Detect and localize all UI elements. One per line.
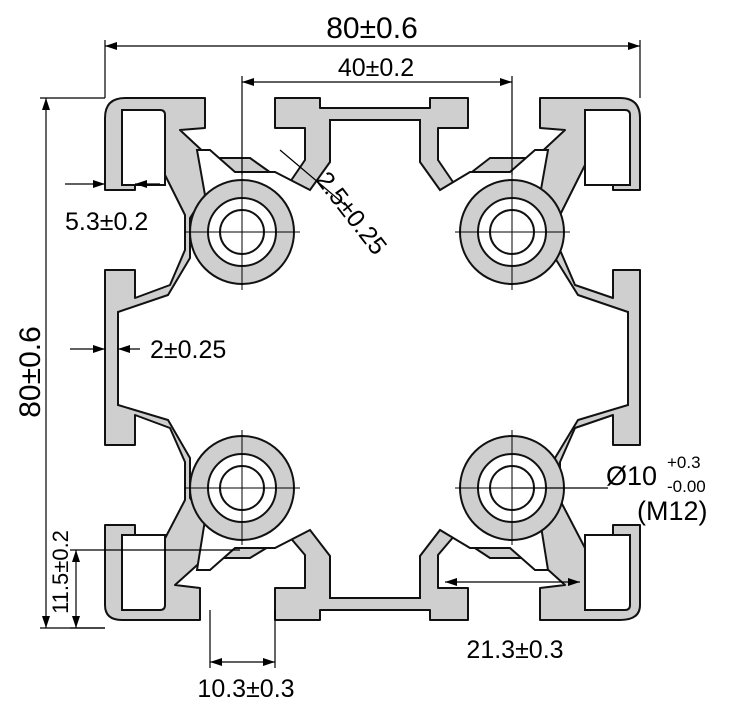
core-hole-thread-label: (M12) bbox=[637, 496, 708, 526]
slot-lip-label: 5.3±0.2 bbox=[65, 208, 148, 236]
dimension-lines bbox=[40, 40, 641, 668]
overall-width-label: 80±0.6 bbox=[326, 12, 418, 45]
corner-cavity-br bbox=[584, 534, 631, 611]
wall-label: 2±0.25 bbox=[150, 336, 226, 364]
slot-opening-label: 10.3±0.3 bbox=[197, 675, 294, 703]
corner-cavity-bl bbox=[121, 534, 166, 611]
core-hole-callout: Ø10 +0.3 -0.00 (M12) bbox=[606, 453, 708, 526]
aluminum-profile bbox=[104, 97, 641, 621]
overall-height-label: 80±0.6 bbox=[14, 326, 47, 418]
core-hole-tol-minus: -0.00 bbox=[667, 477, 706, 496]
core-hole-dia-label: Ø10 bbox=[606, 461, 657, 491]
groove-width-label: 21.3±0.3 bbox=[466, 636, 563, 664]
core-hole-tol-plus: +0.3 bbox=[667, 453, 701, 472]
corner-cavity-tr bbox=[584, 109, 631, 186]
slot-spacing-label: 40±0.2 bbox=[338, 54, 414, 82]
corner-offset-label: 11.5±0.2 bbox=[48, 530, 73, 614]
corner-cavity-tl bbox=[121, 109, 166, 186]
